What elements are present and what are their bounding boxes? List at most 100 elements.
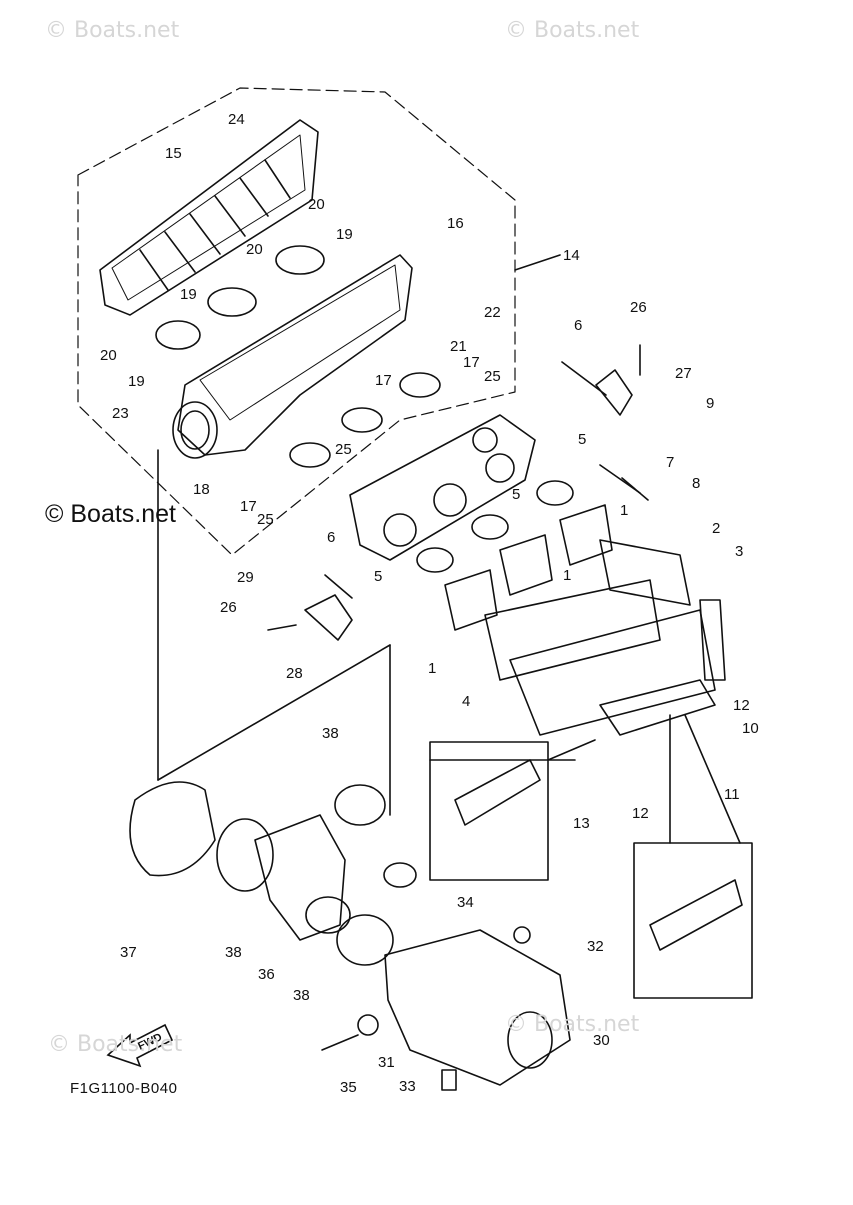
part-label-23: 23 — [112, 405, 129, 422]
part-label-6-b: 6 — [327, 529, 335, 546]
part-label-38-a: 38 — [322, 725, 339, 742]
part-label-33: 33 — [399, 1078, 416, 1095]
part-label-31: 31 — [378, 1054, 395, 1071]
part-label-1-c: 1 — [428, 660, 436, 677]
part-label-6-a: 6 — [574, 317, 582, 334]
bolt-6b — [324, 574, 353, 599]
rubber-joint-17a — [399, 372, 441, 398]
part-label-2: 2 — [712, 520, 720, 537]
watermark-main: © Boats.net — [45, 500, 176, 528]
part-label-20-a: 20 — [308, 196, 325, 213]
part-label-38-c: 38 — [293, 987, 310, 1004]
clamp-38b — [216, 818, 274, 892]
bolt-6a — [561, 361, 607, 396]
part-label-35: 35 — [340, 1079, 357, 1096]
part-label-13: 13 — [573, 815, 590, 832]
part-label-30: 30 — [593, 1032, 610, 1049]
part-label-20-c: 20 — [100, 347, 117, 364]
part-label-3: 3 — [735, 543, 743, 560]
group-outline-dashed — [77, 87, 516, 556]
filter-element-19c — [155, 320, 201, 350]
part-label-38-b: 38 — [225, 944, 242, 961]
duct-end-36 — [305, 896, 351, 934]
part-label-27: 27 — [675, 365, 692, 382]
part-label-5-a: 5 — [578, 431, 586, 448]
part-label-26-b: 26 — [220, 599, 237, 616]
part-label-28: 28 — [286, 665, 303, 682]
part-label-20-b: 20 — [246, 241, 263, 258]
grommet-31 — [357, 1014, 379, 1036]
leader-line — [599, 464, 641, 494]
watermark-bottom-right: © Boats.net — [505, 1012, 640, 1037]
part-label-29: 29 — [237, 569, 254, 586]
part-label-1-b: 1 — [563, 567, 571, 584]
grommet-32 — [513, 926, 531, 944]
part-label-17-b: 17 — [375, 372, 392, 389]
air-filter-37 — [129, 781, 216, 877]
intake-manifold-1c — [444, 569, 498, 631]
airbox-cover-part — [99, 119, 319, 316]
part-label-8: 8 — [692, 475, 700, 492]
part-label-12-a: 12 — [733, 697, 750, 714]
gasket-4 — [484, 579, 661, 681]
filter-element-19a — [275, 245, 325, 275]
intake-manifold-1b — [499, 534, 553, 596]
part-label-16: 16 — [447, 215, 464, 232]
gasket-2 — [599, 539, 691, 606]
part-label-19-c: 19 — [128, 373, 145, 390]
part-label-18: 18 — [193, 481, 210, 498]
part-label-26-a: 26 — [630, 299, 647, 316]
reed-detail-11 — [649, 879, 743, 951]
part-label-1-a: 1 — [620, 502, 628, 519]
clamp-38a — [334, 784, 386, 826]
part-label-32: 32 — [587, 938, 604, 955]
part-label-24: 24 — [228, 111, 245, 128]
hose-clamp-5b — [471, 514, 509, 540]
part-label-15: 15 — [165, 145, 182, 162]
reed-valve-10 — [599, 679, 716, 736]
part-label-4: 4 — [462, 693, 470, 710]
part-label-11: 11 — [724, 786, 740, 803]
part-label-19-a: 19 — [336, 226, 353, 243]
part-label-25-a: 25 — [484, 368, 501, 385]
reed-block-assembly — [509, 609, 716, 736]
watermark-top-left: © Boats.net — [45, 18, 180, 43]
part-label-25-b: 25 — [335, 441, 352, 458]
throttle-body-assembly — [349, 414, 536, 561]
rubber-joint-17b — [341, 407, 383, 433]
leader-line — [547, 739, 596, 761]
clamp-38c — [336, 914, 394, 966]
filter-element-19b — [207, 287, 257, 317]
part-label-37: 37 — [120, 944, 137, 961]
part-label-17-c: 17 — [240, 498, 257, 515]
part-label-36: 36 — [258, 966, 275, 983]
part-label-10: 10 — [742, 720, 759, 737]
part-label-25-c: 25 — [257, 511, 274, 528]
watermark-top-right: © Boats.net — [505, 18, 640, 43]
intake-duct-36 — [254, 814, 346, 941]
clamp-34 — [383, 862, 417, 888]
part-label-12-b: 12 — [632, 805, 649, 822]
hose-clamp-5c — [416, 547, 454, 573]
part-label-21: 21 — [450, 338, 467, 355]
part-label-5-c: 5 — [374, 568, 382, 585]
silencer-outlet — [507, 1011, 553, 1069]
bolt-26b — [267, 624, 297, 631]
detail-box-11 — [633, 842, 753, 999]
part-label-7: 7 — [666, 454, 674, 471]
watermark-bottom-left: © Boats.net — [48, 1032, 183, 1057]
part-label-22: 22 — [484, 304, 501, 321]
intake-manifold-1a — [559, 504, 613, 566]
bolt-35 — [321, 1034, 359, 1051]
diagram-code: F1G1100-B040 — [70, 1080, 178, 1097]
bracket-27 — [595, 369, 633, 416]
hose-clamp-5a — [536, 480, 574, 506]
part-label-14: 14 — [563, 247, 580, 264]
silencer-30 — [384, 929, 571, 1086]
rubber-joint-17c — [289, 442, 331, 468]
airbox-housing-part — [172, 254, 413, 459]
bracket-28 — [304, 594, 353, 641]
part-label-19-b: 19 — [180, 286, 197, 303]
